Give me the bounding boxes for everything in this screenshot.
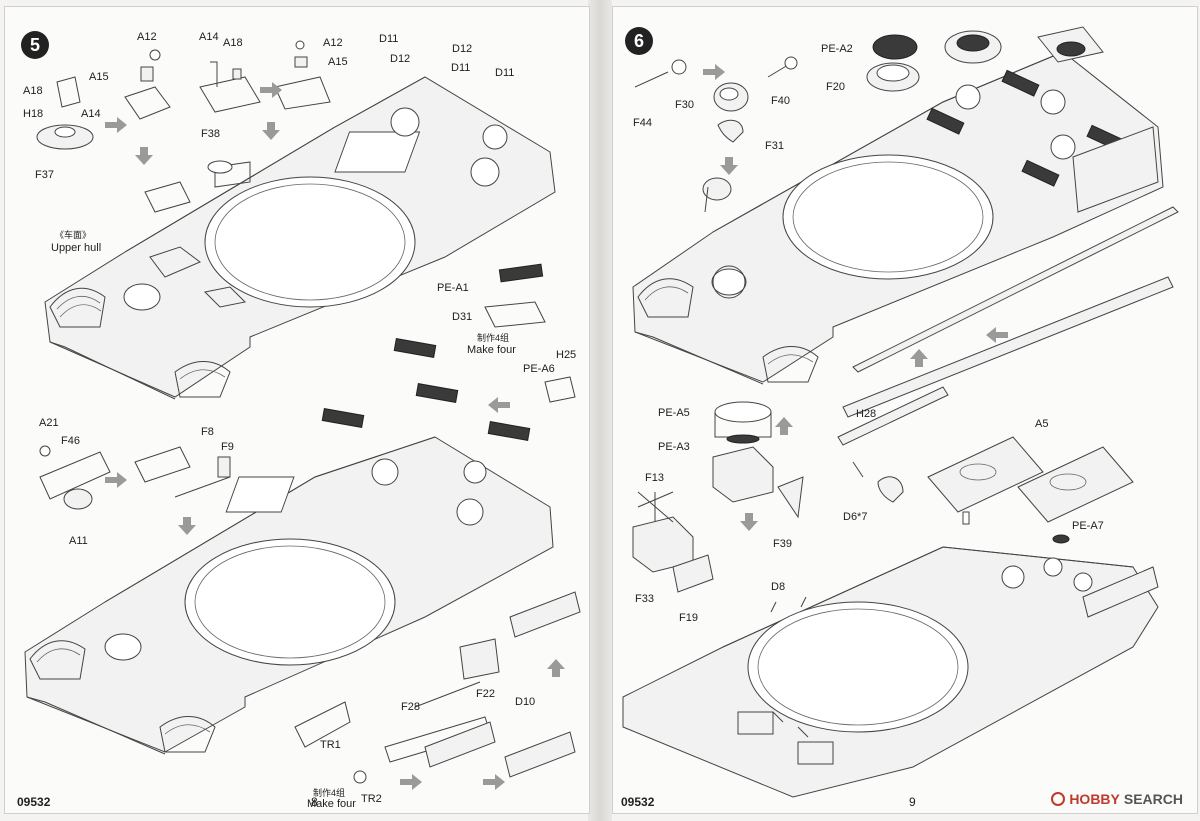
part-label: PE-A3 bbox=[658, 441, 690, 453]
part-label: A14 bbox=[81, 108, 101, 120]
part-label: F44 bbox=[633, 117, 652, 129]
part-label: F20 bbox=[826, 81, 845, 93]
instruction-page-left: 5 A12 A14 A18 A12 A15 A15 A18 H18 A14 F3… bbox=[4, 6, 590, 814]
watermark: HOBBY SEARCH bbox=[1051, 791, 1183, 807]
step5-small-parts-top bbox=[36, 40, 331, 213]
part-label: A14 bbox=[199, 31, 219, 43]
part-label: TR1 bbox=[320, 739, 341, 751]
part-label: F28 bbox=[401, 701, 420, 713]
part-label: F30 bbox=[675, 99, 694, 111]
part-label: D8 bbox=[771, 581, 786, 593]
part-label: A18 bbox=[23, 85, 43, 97]
step6-drawing bbox=[622, 26, 1179, 798]
part-label: PE-A5 bbox=[658, 407, 690, 419]
part-label: D11 bbox=[379, 33, 399, 45]
kit-code: 09532 bbox=[621, 795, 655, 809]
part-label: F19 bbox=[679, 612, 698, 624]
part-label: A11 bbox=[69, 535, 88, 547]
part-label: D12 bbox=[452, 43, 473, 55]
step6-turret-ring-parts bbox=[632, 386, 949, 593]
part-label: F46 bbox=[61, 435, 80, 447]
part-label: PE-A7 bbox=[1072, 520, 1104, 532]
hobbysearch-logo-icon bbox=[1051, 792, 1066, 806]
part-label: A5 bbox=[1035, 418, 1049, 430]
part-label: F13 bbox=[645, 472, 664, 484]
part-label: A18 bbox=[223, 37, 243, 49]
part-label: F40 bbox=[771, 95, 790, 107]
part-label: D11 bbox=[451, 62, 471, 74]
upper-hull-label-cn: 《车面》 bbox=[55, 230, 92, 240]
part-label: A12 bbox=[323, 37, 343, 49]
part-label: H28 bbox=[856, 408, 877, 420]
part-label: F37 bbox=[35, 169, 54, 181]
step5-small-parts-bottom bbox=[39, 445, 581, 784]
make-four-note: Make four bbox=[307, 798, 356, 810]
part-label: D12 bbox=[390, 53, 411, 65]
part-label: F31 bbox=[765, 140, 784, 152]
part-label: H25 bbox=[556, 349, 577, 361]
part-label: TR2 bbox=[361, 793, 382, 805]
part-label: F9 bbox=[221, 441, 234, 453]
make-four-note-cn: 制作4组 bbox=[313, 788, 346, 798]
part-label: F22 bbox=[476, 688, 495, 700]
part-label: PE-A2 bbox=[821, 43, 853, 55]
make-four-note: Make four bbox=[467, 344, 516, 356]
direction-arrows bbox=[105, 82, 565, 790]
instruction-page-right: 6 PE-A2 F20 F30 F40 F44 F31 H28 A5 PE-A5… bbox=[612, 6, 1198, 814]
watermark-brand-b: SEARCH bbox=[1123, 791, 1183, 807]
part-label: D31 bbox=[452, 311, 473, 323]
pe-grate-parts bbox=[321, 263, 576, 441]
part-label: A15 bbox=[328, 56, 348, 68]
part-label: F33 bbox=[635, 593, 654, 605]
part-label: A21 bbox=[39, 417, 59, 429]
step-number-badge: 5 bbox=[21, 31, 49, 59]
upper-hull-bottom-drawing bbox=[24, 436, 554, 755]
direction-arrows bbox=[703, 64, 1008, 531]
part-label: D11 bbox=[495, 67, 515, 79]
page-number: 8 bbox=[311, 795, 318, 809]
part-label: PE-A1 bbox=[437, 282, 469, 294]
step-number-badge: 6 bbox=[625, 27, 653, 55]
step6-small-parts-top bbox=[634, 26, 1104, 299]
part-label: A12 bbox=[137, 31, 157, 43]
upper-hull-top-drawing bbox=[44, 76, 556, 400]
part-label: PE-A6 bbox=[523, 363, 555, 375]
part-label: A15 bbox=[89, 71, 109, 83]
page-gutter bbox=[588, 0, 612, 821]
part-label: H18 bbox=[23, 108, 44, 120]
page-number: 9 bbox=[909, 795, 916, 809]
step5-drawing bbox=[24, 40, 581, 790]
part-label: F8 bbox=[201, 426, 214, 438]
make-four-note-cn: 制作4组 bbox=[477, 333, 510, 343]
kit-code: 09532 bbox=[17, 795, 51, 809]
hull-bottom-drawing bbox=[622, 436, 1159, 798]
part-label: D10 bbox=[515, 696, 536, 708]
part-label: D6*7 bbox=[843, 511, 868, 523]
hull-top-drawing bbox=[632, 51, 1179, 418]
part-label: F39 bbox=[773, 538, 792, 550]
watermark-brand-a: HOBBY bbox=[1069, 791, 1120, 807]
part-label: F38 bbox=[201, 128, 220, 140]
upper-hull-label: Upper hull bbox=[51, 242, 102, 254]
